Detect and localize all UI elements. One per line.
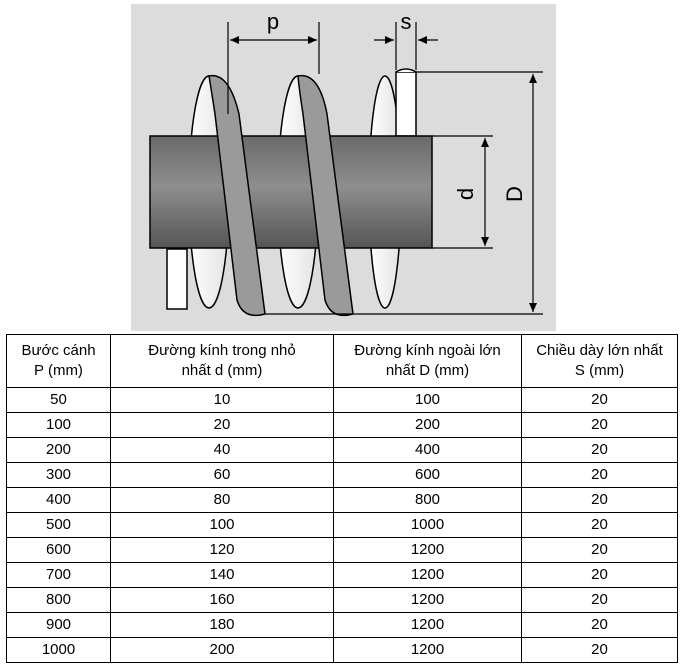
table-cell: 20: [521, 487, 678, 513]
table-cell: 300: [6, 462, 111, 488]
table-header-row: Bước cánh P (mm) Đường kính trong nhỏ nh…: [6, 334, 678, 388]
table-cell: 20: [521, 412, 678, 438]
table-cell: 20: [110, 412, 334, 438]
table-cell: 20: [521, 562, 678, 588]
table-cell: 500: [6, 512, 111, 538]
header-line: S (mm): [574, 362, 625, 379]
label-inner-diameter: d: [453, 188, 478, 200]
table-cell: 100: [333, 387, 522, 413]
table-cell: 800: [333, 487, 522, 513]
header-pitch: Bước cánh P (mm): [6, 334, 111, 388]
header-line: Đường kính trong nhỏ: [148, 342, 296, 359]
header-line: P (mm): [34, 362, 83, 379]
header-line: Chiều dày lớn nhất: [536, 342, 663, 359]
table-cell: 180: [110, 612, 334, 638]
table-cell: 60: [110, 462, 334, 488]
table-cell: 600: [6, 537, 111, 563]
table-cell: 20: [521, 387, 678, 413]
table-cell: 20: [521, 612, 678, 638]
table-cell: 1000: [333, 512, 522, 538]
table-cell: 1200: [333, 612, 522, 638]
header-inner-diameter: Đường kính trong nhỏ nhất d (mm): [110, 334, 334, 388]
table-cell: 400: [333, 437, 522, 463]
header-line: nhất D (mm): [385, 362, 470, 379]
table-cell: 600: [333, 462, 522, 488]
label-outer-diameter: D: [502, 186, 527, 202]
table-cell: 200: [333, 412, 522, 438]
table-cell: 20: [521, 437, 678, 463]
table-cell: 100: [110, 512, 334, 538]
dimension-lines: [227, 22, 543, 315]
table-cell: 140: [110, 562, 334, 588]
table-cell: 20: [521, 537, 678, 563]
table-cell: 40: [110, 437, 334, 463]
table-cell: 900: [6, 612, 111, 638]
table-cell: 100: [6, 412, 111, 438]
spec-table: Bước cánh P (mm) Đường kính trong nhỏ nh…: [6, 334, 678, 663]
table-cell: 1200: [333, 562, 522, 588]
table-cell: 1200: [333, 587, 522, 613]
table-cell: 700: [6, 562, 111, 588]
header-line: nhất d (mm): [181, 362, 263, 379]
header-thickness: Chiều dày lớn nhất S (mm): [521, 334, 678, 388]
shaft: [149, 135, 433, 249]
table-cell: 400: [6, 487, 111, 513]
label-pitch: p: [267, 9, 279, 34]
table-cell: 50: [6, 387, 111, 413]
table-cell: 160: [110, 587, 334, 613]
table-cell: 20: [521, 512, 678, 538]
screw-diagram: p s d D: [131, 4, 556, 331]
header-line: Đường kính ngoài lớn: [354, 342, 501, 359]
table-cell: 80: [110, 487, 334, 513]
table-cell: 200: [6, 437, 111, 463]
table-cell: 1000: [6, 637, 111, 663]
label-thickness: s: [401, 9, 412, 34]
table-cell: 1200: [333, 537, 522, 563]
table-cell: 20: [521, 637, 678, 663]
table-cell: 20: [521, 587, 678, 613]
header-line: Bước cánh: [21, 342, 96, 359]
table-cell: 1200: [333, 637, 522, 663]
header-outer-diameter: Đường kính ngoài lớn nhất D (mm): [333, 334, 522, 388]
table-cell: 10: [110, 387, 334, 413]
table-cell: 800: [6, 587, 111, 613]
table-cell: 120: [110, 537, 334, 563]
flight-tips: [166, 68, 417, 310]
table-cell: 200: [110, 637, 334, 663]
table-cell: 20: [521, 462, 678, 488]
